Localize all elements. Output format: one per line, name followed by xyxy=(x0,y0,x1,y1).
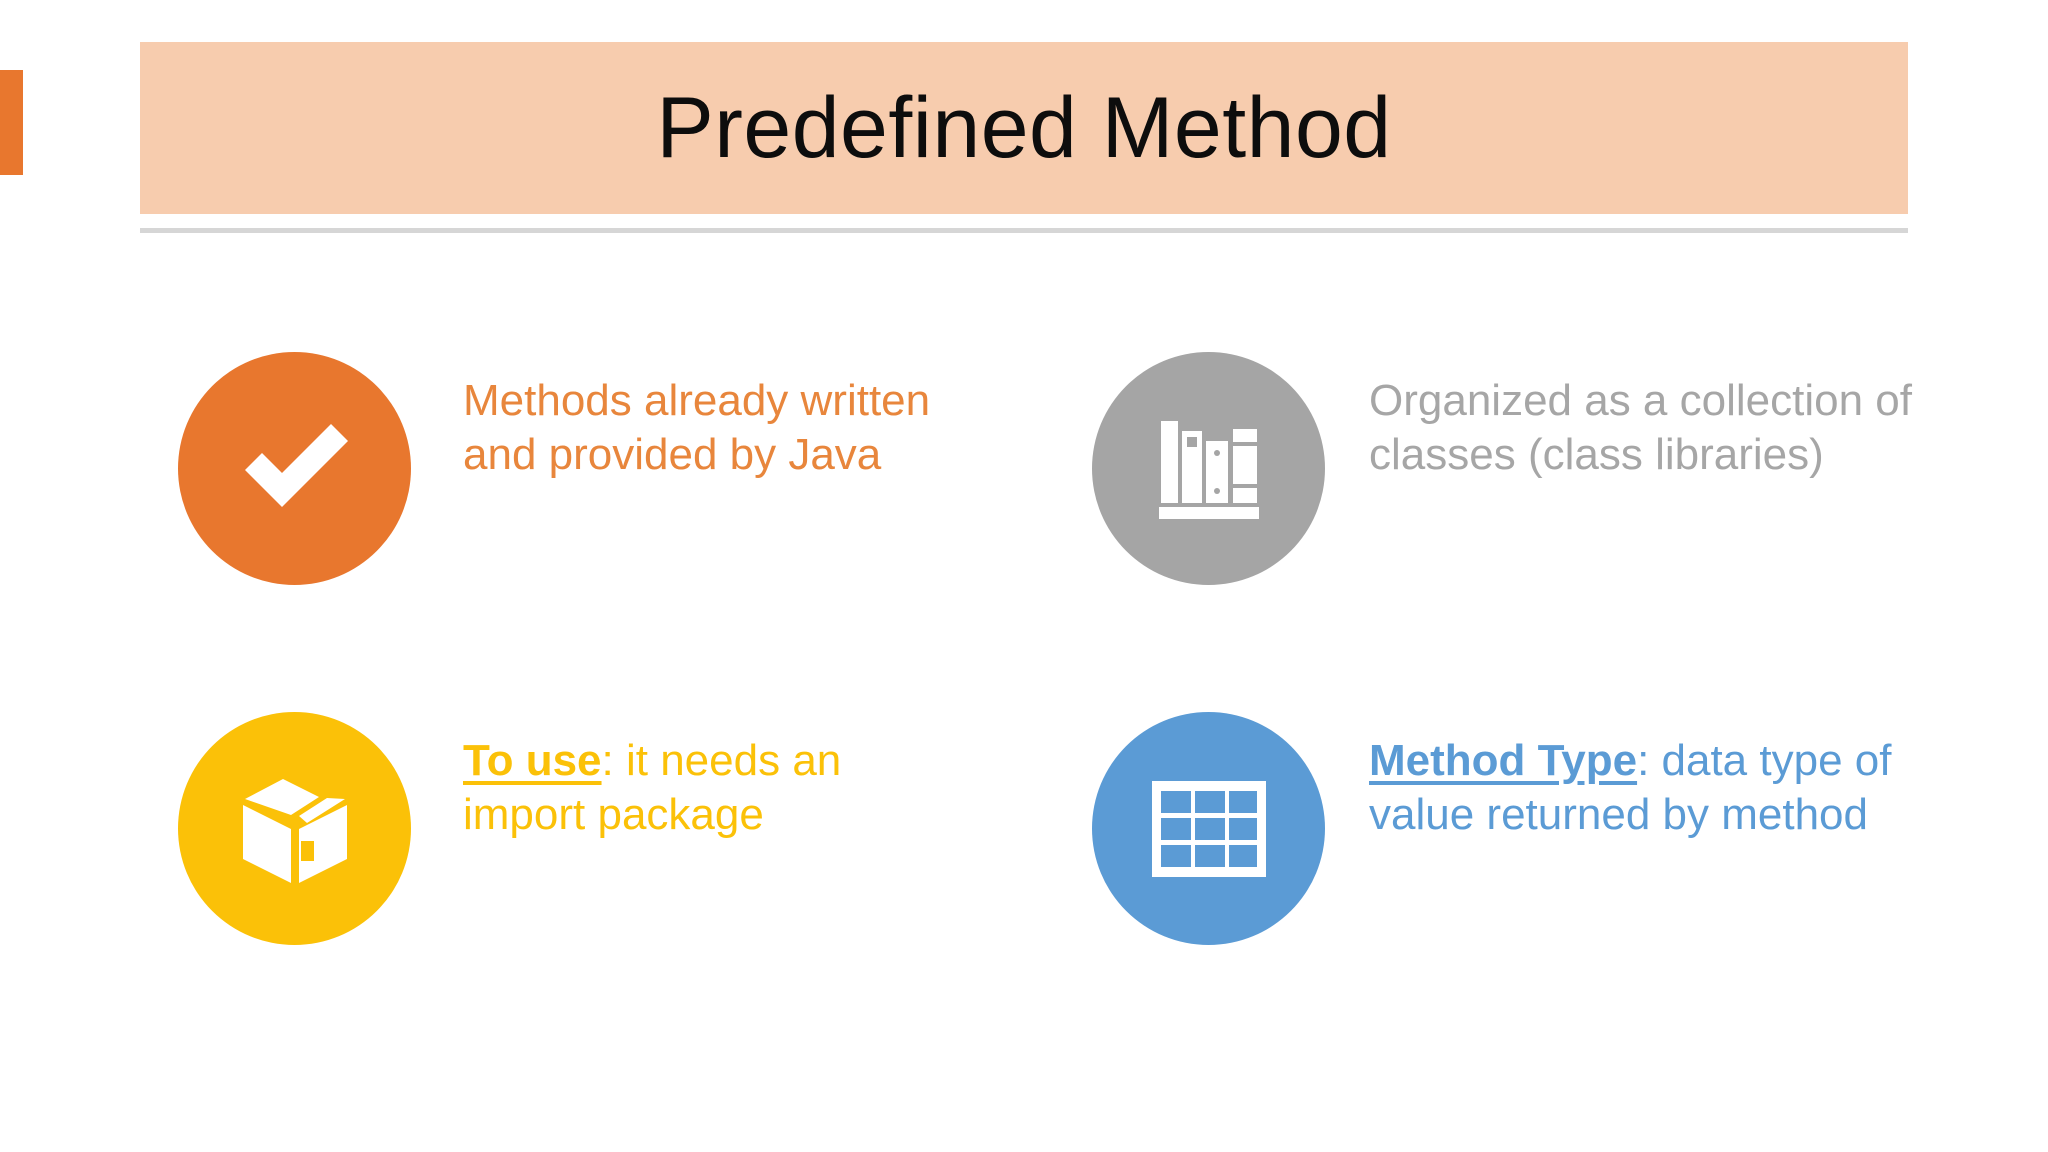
bookshelf-icon xyxy=(1092,352,1325,585)
content-item-text: To use: it needs an import package xyxy=(411,712,938,841)
page-title: Predefined Method xyxy=(656,80,1392,176)
content-item-body: Methods already written and provided by … xyxy=(463,376,931,479)
content-item-body: Organized as a collection of classes (cl… xyxy=(1369,376,1912,479)
content-item-predefined-definition: Methods already written and provided by … xyxy=(178,352,938,585)
content-item-body: : data type of value returned by method xyxy=(1369,736,1892,839)
content-item-body: : it needs an import package xyxy=(463,736,842,839)
content-item-class-libraries: Organized as a collection of classes (cl… xyxy=(1092,352,1952,585)
content-item-lead: Method Type xyxy=(1369,736,1638,785)
content-item-import-package: To use: it needs an import package xyxy=(178,712,938,945)
check-circle-icon xyxy=(178,352,411,585)
content-item-text: Method Type: data type of value returned… xyxy=(1325,712,1952,841)
title-divider xyxy=(140,228,1908,233)
left-accent-bar xyxy=(0,70,23,175)
content-grid: Methods already written and provided by … xyxy=(0,330,2048,1030)
table-grid-icon xyxy=(1092,712,1325,945)
title-banner: Predefined Method xyxy=(140,42,1908,214)
content-item-lead: To use xyxy=(463,736,602,785)
content-item-text: Methods already written and provided by … xyxy=(411,352,938,481)
content-item-method-type: Method Type: data type of value returned… xyxy=(1092,712,1952,945)
content-item-text: Organized as a collection of classes (cl… xyxy=(1325,352,1952,481)
package-box-icon xyxy=(178,712,411,945)
